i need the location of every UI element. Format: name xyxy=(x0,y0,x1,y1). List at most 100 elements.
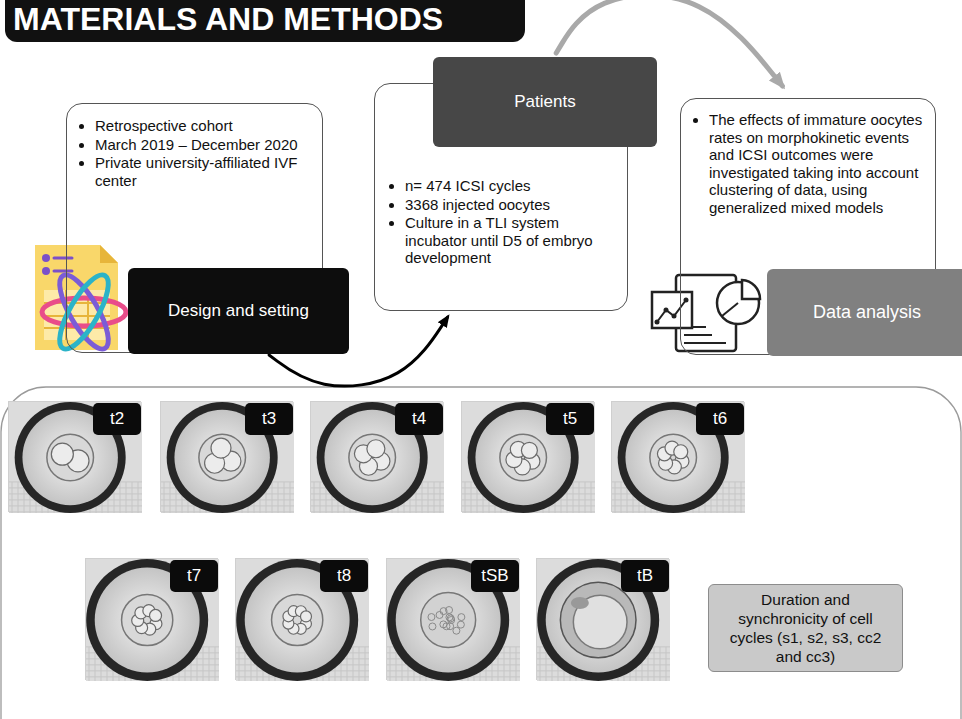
time-tag: t5 xyxy=(546,403,594,435)
grid-line xyxy=(723,482,724,513)
embryo-tile: t7 xyxy=(85,558,218,680)
panel-outline xyxy=(1,387,961,719)
bullet-text: Retrospective cohort xyxy=(95,117,312,135)
grid-line xyxy=(422,482,423,513)
cell xyxy=(211,438,231,458)
title-text: MATERIALS AND METHODS xyxy=(13,2,443,36)
cell xyxy=(453,627,460,634)
chart-dot xyxy=(684,298,689,303)
report-line xyxy=(684,342,726,344)
pie-slice xyxy=(742,280,760,299)
zona xyxy=(122,594,173,645)
tile-ground xyxy=(9,402,142,513)
bullet-list: n= 474 ICSI cycles3368 injected oocytesC… xyxy=(389,177,617,267)
embryo-tile: t5 xyxy=(461,401,594,512)
grid-line xyxy=(132,482,133,513)
grid-line xyxy=(621,482,622,513)
grid-line xyxy=(434,482,435,513)
grid-line xyxy=(465,482,466,513)
grid-line xyxy=(741,482,742,513)
zona xyxy=(349,434,396,481)
tile-ground xyxy=(387,559,520,681)
cell xyxy=(367,440,385,458)
grid-line xyxy=(215,647,216,681)
cell xyxy=(440,608,447,615)
morula xyxy=(421,593,476,648)
grid-line xyxy=(615,482,616,513)
bullet-text: n= 474 ICSI cycles xyxy=(405,177,617,195)
bullet-text: 3368 injected oocytes xyxy=(405,196,617,214)
bullet-text: The effects of immature oocytes rates on… xyxy=(709,111,925,216)
box-body: The effects of immature oocytes rates on… xyxy=(681,99,935,217)
grid-line xyxy=(126,482,127,513)
time-tag: tSB xyxy=(471,560,519,592)
embryo-tile: tB xyxy=(536,558,669,680)
pie-line xyxy=(722,303,738,316)
time-tag: t2 xyxy=(93,403,141,435)
sheet-fold xyxy=(100,245,118,263)
embryo-tile: tSB xyxy=(386,558,519,680)
sheet-dot xyxy=(42,267,50,275)
time-tag: t4 xyxy=(395,403,443,435)
tile-ground xyxy=(612,402,745,513)
cell xyxy=(429,623,436,630)
grid-line xyxy=(359,647,360,681)
embryo-tile: t4 xyxy=(310,401,443,512)
cell xyxy=(428,614,435,621)
section-tab: Data analysis xyxy=(767,269,962,356)
grid-line xyxy=(353,647,354,681)
bullet-text: Culture in a TLI system incubator until … xyxy=(405,214,617,267)
grid-line xyxy=(540,647,541,681)
bullet-text: Private university-affiliated IVF center xyxy=(95,154,312,189)
grid-line xyxy=(209,647,210,681)
tile-ground xyxy=(537,559,670,681)
blastocyst xyxy=(560,582,636,658)
zona xyxy=(272,594,323,645)
cell xyxy=(51,443,73,465)
box-body: Retrospective cohortMarch 2019 – Decembe… xyxy=(67,104,322,190)
cell xyxy=(521,442,537,458)
time-tag: t3 xyxy=(245,403,293,435)
embryo-tile: t8 xyxy=(235,558,368,680)
cell xyxy=(150,609,162,621)
grid-line xyxy=(654,647,655,681)
grid-line xyxy=(320,482,321,513)
atom-orbit xyxy=(42,298,126,326)
section-tab: Design and setting xyxy=(128,268,349,354)
embryo-tile: t3 xyxy=(160,401,293,512)
tile-ground xyxy=(86,559,219,681)
chart-line xyxy=(657,300,686,322)
zona xyxy=(199,434,246,481)
embryo-tile: t2 xyxy=(8,401,141,512)
grid-line xyxy=(12,482,13,513)
grid-line xyxy=(666,647,667,681)
bullet-list: The effects of immature oocytes rates on… xyxy=(693,111,925,216)
section-box: Retrospective cohortMarch 2019 – Decembe… xyxy=(66,103,323,353)
grid-line xyxy=(579,482,580,513)
grid-line xyxy=(278,482,279,513)
time-tag: t6 xyxy=(696,403,744,435)
grid-line xyxy=(164,482,165,513)
time-tag: t8 xyxy=(320,560,368,592)
tile-ground xyxy=(161,402,294,513)
grid-line xyxy=(272,482,273,513)
grid-line xyxy=(170,482,171,513)
sheet-dot xyxy=(42,254,50,262)
cell xyxy=(457,621,464,628)
spreadsheet-icon xyxy=(35,245,126,355)
chart-dot xyxy=(655,320,660,325)
bullet-text: March 2019 – December 2020 xyxy=(95,136,312,154)
embryo-tile: t6 xyxy=(611,401,744,512)
grid-line xyxy=(290,482,291,513)
atom-orbit xyxy=(51,269,117,356)
zona xyxy=(500,434,547,481)
inner-cell-mass xyxy=(571,597,589,609)
grid-line xyxy=(390,647,391,681)
grid-line xyxy=(203,647,204,681)
cell xyxy=(300,611,311,622)
grid-line xyxy=(89,647,90,681)
grid-line xyxy=(239,647,240,681)
chart-frame xyxy=(652,292,692,328)
title-banner: MATERIALS AND METHODS xyxy=(5,0,525,42)
